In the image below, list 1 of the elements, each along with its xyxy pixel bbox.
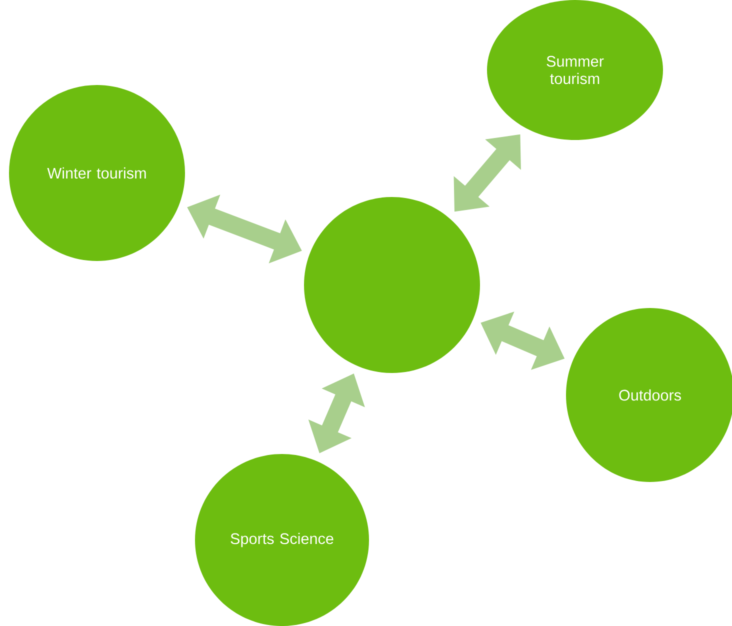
empty-circle [304,197,480,373]
